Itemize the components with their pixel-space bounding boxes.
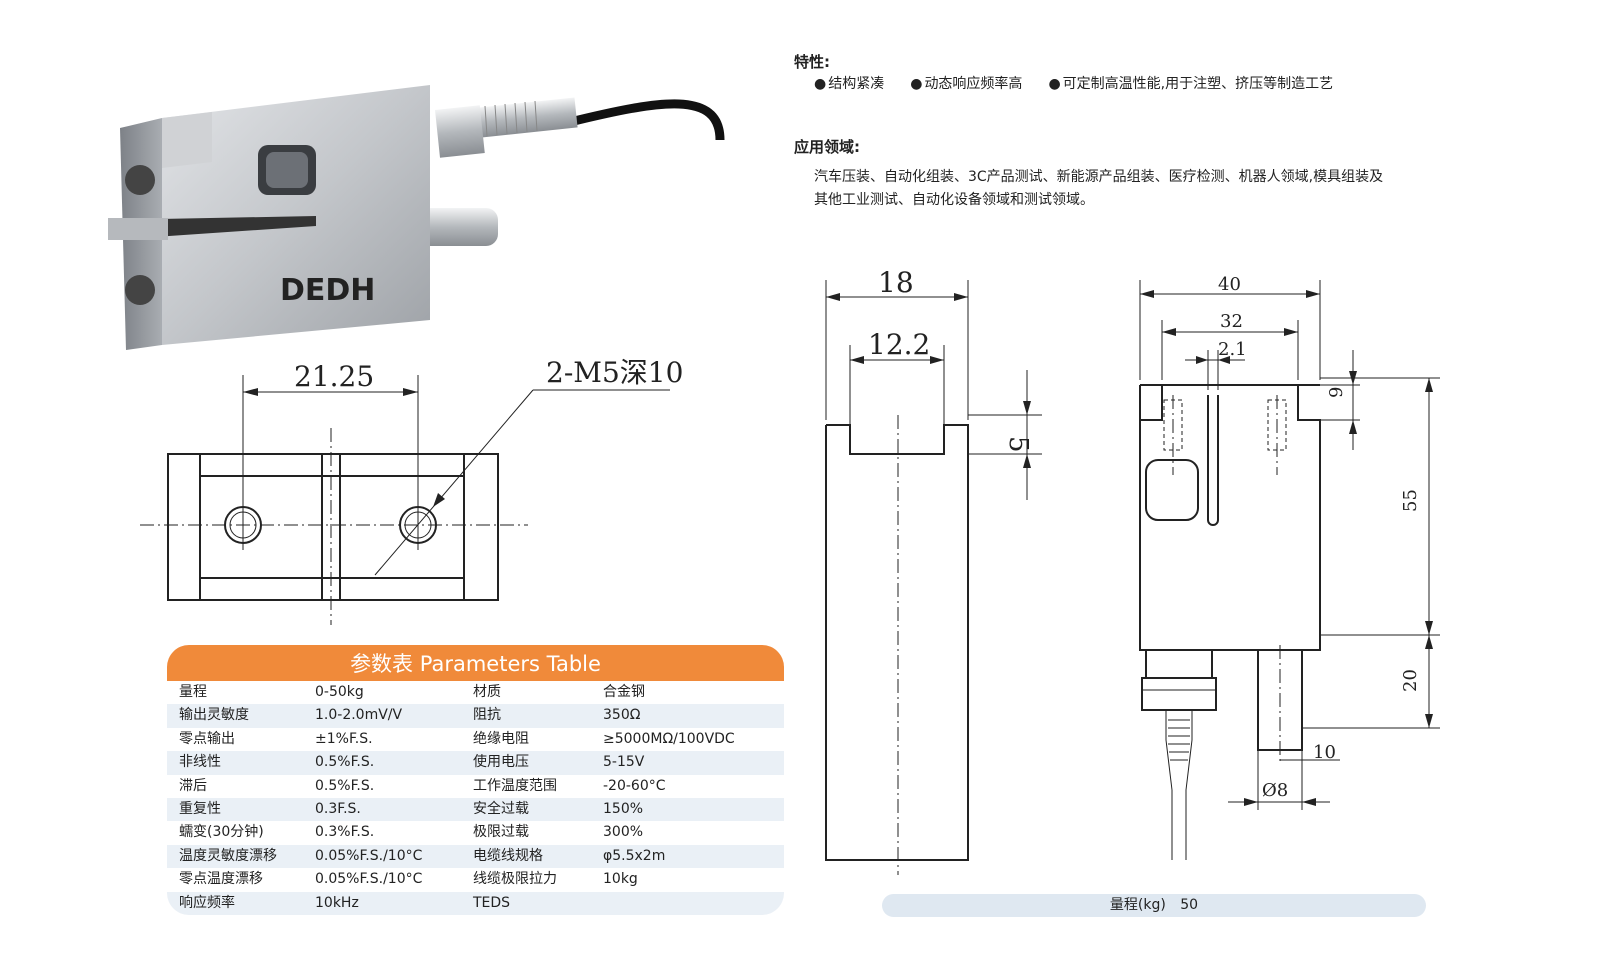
- dim-diameter-8: Ø8: [1262, 780, 1288, 801]
- brand-logo: DEDH: [280, 273, 375, 308]
- table-row: 输出灵敏度 1.0-2.0mV/V 阻抗 350Ω: [167, 704, 784, 728]
- table-row: 滞后 0.5%F.S. 工作温度范围 -20-60°C: [167, 774, 784, 798]
- param-value: [603, 892, 773, 915]
- table-row: 非线性 0.5%F.S. 使用电压 5-15V: [167, 751, 784, 775]
- param-name: 阻抗: [473, 707, 501, 724]
- dim-inner: 12.2: [868, 328, 930, 361]
- param-name: 电缆线规格: [473, 847, 543, 864]
- range-label: 量程(kg): [1109, 897, 1166, 913]
- param-value: 0-50kg: [315, 684, 364, 700]
- dim-width: 18: [878, 266, 914, 299]
- param-name: 零点温度漂移: [179, 871, 263, 888]
- param-name: 安全过载: [473, 800, 529, 817]
- param-name: 绝缘电阻: [473, 730, 529, 747]
- param-value: ≥5000MΩ/100VDC: [603, 730, 735, 747]
- param-name: 响应频率: [179, 894, 235, 911]
- side-view-drawing: 18 12.2 5: [825, 266, 1042, 875]
- param-value: 10kg: [603, 871, 638, 888]
- param-value: 0.3F.S.: [315, 800, 361, 817]
- feature-item: 结构紧凑: [814, 73, 884, 93]
- table-row: 零点温度漂移 0.05%F.S./10°C 线缆极限拉力 10kg: [167, 868, 784, 892]
- thread-label: 2-M5深10: [546, 356, 683, 389]
- param-value: 0.3%F.S.: [315, 824, 375, 841]
- param-name: 工作温度范围: [473, 777, 557, 794]
- param-value: 10kHz: [315, 894, 359, 911]
- param-value: 350Ω: [603, 707, 641, 724]
- param-name: 极限过载: [473, 824, 529, 841]
- param-name: 非线性: [179, 754, 221, 771]
- dim-hole-spacing: 21.25: [294, 360, 374, 393]
- table-row: 蠕变(30分钟) 0.3%F.S. 极限过载 300%: [167, 821, 784, 845]
- dim-20: 20: [1400, 669, 1421, 692]
- application-title: 应用领域:: [794, 138, 860, 156]
- dim-depth: 5: [1003, 436, 1033, 453]
- param-name: 重复性: [179, 800, 221, 817]
- param-name: 材质: [473, 684, 501, 700]
- dim-9: 9: [1326, 387, 1347, 398]
- param-name: 蠕变(30分钟): [179, 824, 264, 841]
- param-value: 150%: [603, 800, 644, 817]
- param-value: 300%: [603, 824, 644, 841]
- application-line: 其他工业测试、自动化设备领域和测试领域。: [814, 192, 1094, 208]
- table-header: 参数表 Parameters Table: [167, 645, 784, 681]
- table-row: 零点输出 ±1%F.S. 绝缘电阻 ≥5000MΩ/100VDC: [167, 727, 784, 752]
- table-row: 重复性 0.3F.S. 安全过载 150%: [167, 797, 784, 822]
- param-name: 温度灵敏度漂移: [179, 847, 277, 864]
- param-value: φ5.5x2m: [603, 847, 666, 864]
- dim-2-1: 2.1: [1218, 339, 1247, 360]
- table-row: 响应频率 10kHz TEDS: [167, 891, 784, 915]
- application-text: 汽车压装、自动化组装、3C产品测试、新能源产品组装、医疗检测、机器人领域,模具组…: [814, 166, 1434, 212]
- dim-40: 40: [1218, 274, 1241, 295]
- param-name: TEDS: [473, 894, 511, 911]
- param-value: -20-60°C: [603, 777, 666, 794]
- table-row: 温度灵敏度漂移 0.05%F.S./10°C 电缆线规格 φ5.5x2m: [167, 844, 784, 869]
- param-value: 1.0-2.0mV/V: [315, 707, 403, 724]
- range-value: 50: [1180, 897, 1199, 913]
- param-name: 滞后: [179, 777, 207, 794]
- param-value: 0.5%F.S.: [315, 754, 375, 771]
- param-value: 合金钢: [603, 684, 645, 700]
- application-line: 汽车压装、自动化组装、3C产品测试、新能源产品组装、医疗检测、机器人领域,模具组…: [814, 169, 1384, 185]
- features-list: 结构紧凑 动态响应频率高 可定制高温性能,用于注塑、挤压等制造工艺: [814, 73, 1333, 93]
- dim-32: 32: [1220, 311, 1243, 332]
- dim-10: 10: [1313, 742, 1336, 763]
- param-value: ±1%F.S.: [315, 730, 373, 747]
- top-view-drawing: 21.25 2-M5深10: [140, 356, 683, 625]
- parameters-table: 参数表 Parameters Table 量程 0-50kg 材质 合金钢输出灵敏度 1…: [167, 645, 784, 915]
- param-name: 零点输出: [179, 730, 235, 747]
- front-view-drawing: 40 32 2.1 9 55 20 10 Ø8: [1139, 274, 1440, 860]
- feature-item: 动态响应频率高: [910, 73, 1022, 93]
- param-value: 0.05%F.S./10°C: [315, 847, 423, 864]
- features-title: 特性:: [794, 53, 830, 71]
- param-value: 0.5%F.S.: [315, 777, 375, 794]
- param-name: 量程: [179, 684, 207, 700]
- param-name: 输出灵敏度: [179, 707, 249, 724]
- table-row: 量程 0-50kg 材质 合金钢: [167, 681, 784, 705]
- param-name: 线缆极限拉力: [473, 871, 557, 888]
- table-body: 量程 0-50kg 材质 合金钢输出灵敏度 1.0-2.0mV/V 阻抗 350Ω 零点输出 ±…: [167, 681, 784, 915]
- param-value: 0.05%F.S./10°C: [315, 871, 423, 888]
- product-photo: DEDH: [108, 85, 725, 350]
- feature-item: 可定制高温性能,用于注塑、挤压等制造工艺: [1048, 73, 1333, 93]
- param-value: 5-15V: [603, 754, 645, 771]
- param-name: 使用电压: [473, 754, 529, 771]
- range-bar: 量程(kg) 50: [882, 894, 1426, 917]
- dim-55: 55: [1400, 489, 1421, 512]
